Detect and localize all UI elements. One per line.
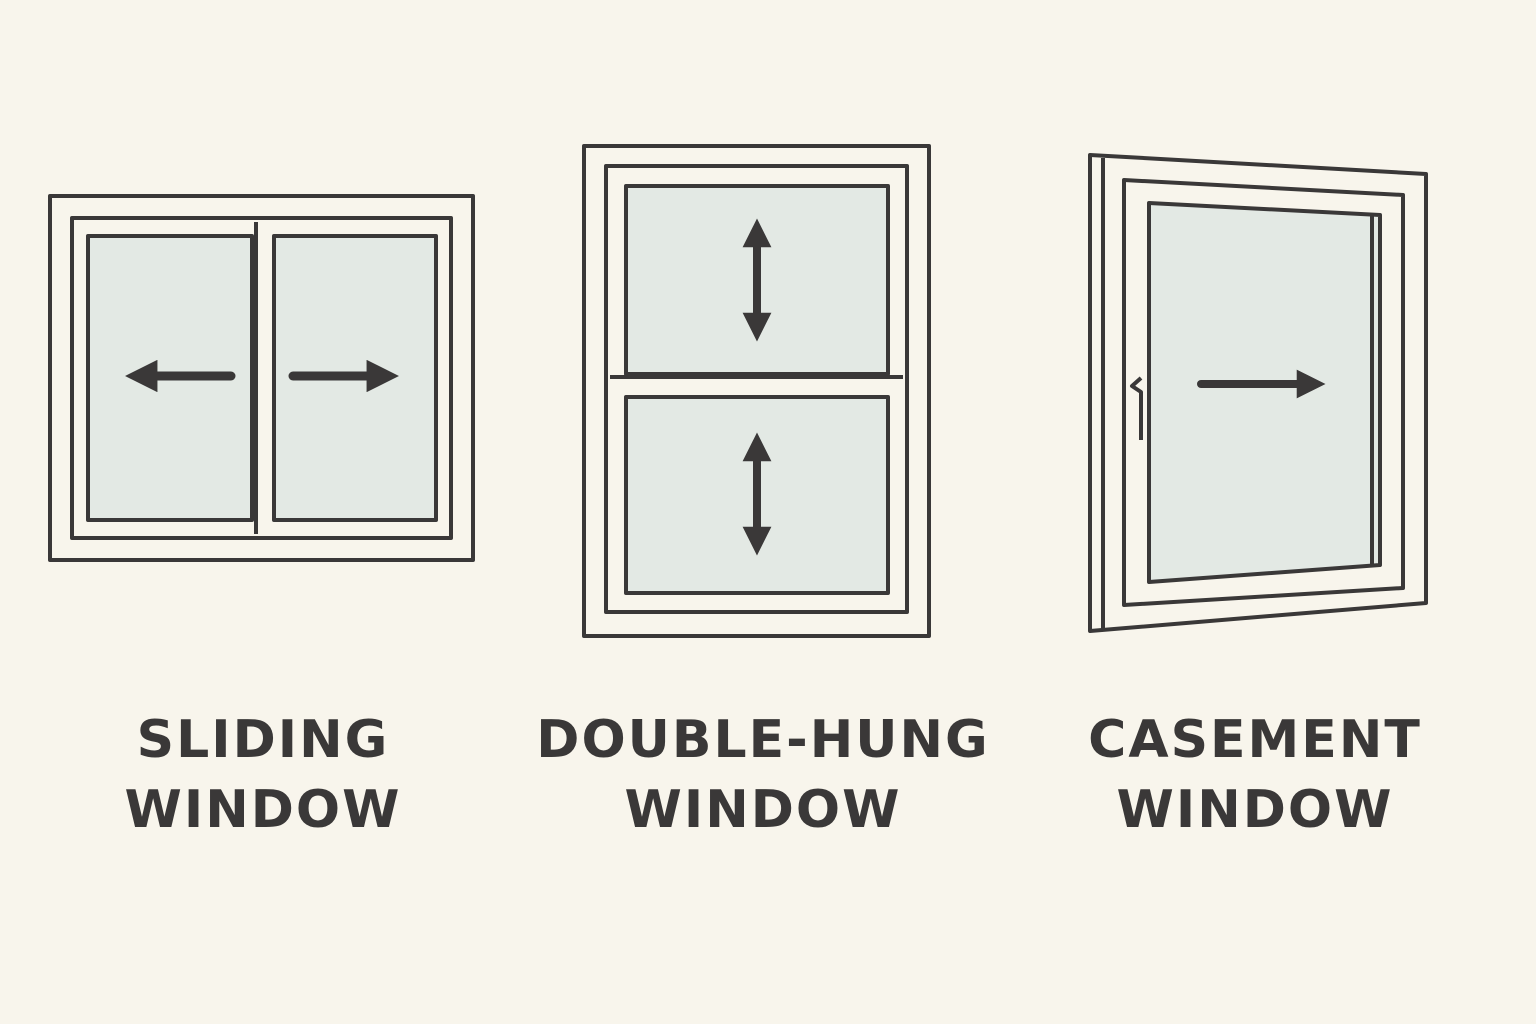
double-hung-window-label: DOUBLE-HUNG WINDOW	[513, 705, 1013, 845]
sliding-window-label: SLIDING WINDOW	[13, 705, 513, 845]
sliding-label-line1: SLIDING	[136, 710, 390, 770]
casement-window-illustration	[1088, 153, 1428, 633]
double-hung-label-line2: WINDOW	[624, 780, 902, 840]
casement-label-line2: WINDOW	[1116, 780, 1394, 840]
sliding-label-line2: WINDOW	[124, 780, 402, 840]
handle-icon	[1130, 376, 1143, 440]
casement-label-line1: CASEMENT	[1088, 710, 1422, 770]
casement-glass	[1147, 201, 1382, 584]
sliding-window-illustration	[48, 194, 475, 562]
double-hung-label-line1: DOUBLE-HUNG	[536, 710, 990, 770]
double-hung-window-illustration	[582, 144, 931, 638]
casement-window-label: CASEMENT WINDOW	[1005, 705, 1505, 845]
